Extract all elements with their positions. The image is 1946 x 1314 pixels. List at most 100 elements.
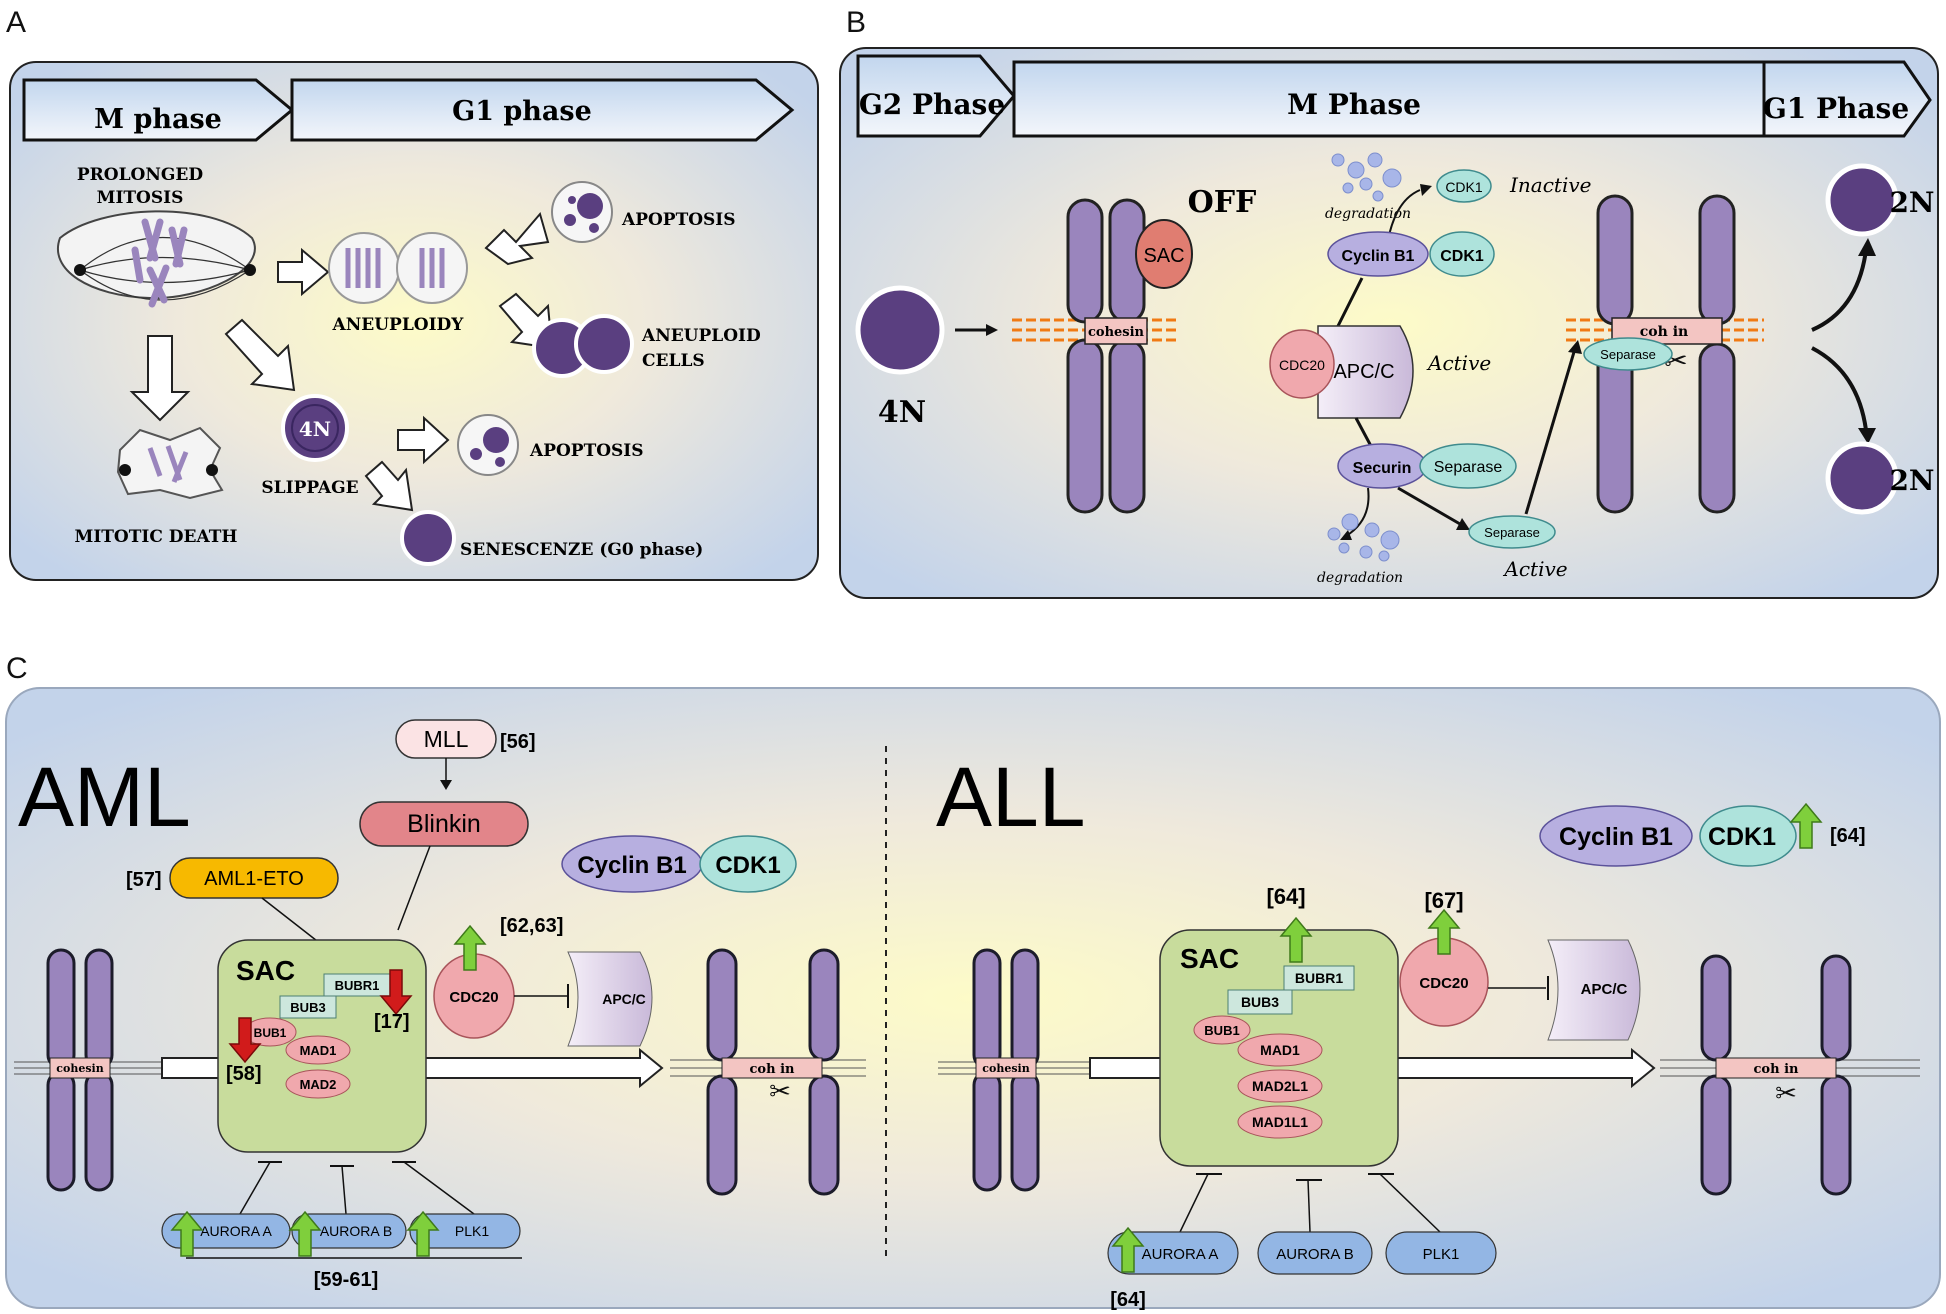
apcc-aml-label: APC/C — [602, 991, 646, 1007]
chromosome-aml-right — [706, 948, 840, 1196]
aurora-b-all — [1257, 1231, 1373, 1275]
cdk1-free — [1436, 169, 1492, 203]
aml1eto-label: AML1-ETO — [204, 868, 304, 890]
cohesin-cut-b: coh in — [1640, 324, 1688, 340]
aurora-aml-ref: [59-61] — [314, 1269, 378, 1291]
arrow-to-senescence — [364, 460, 414, 512]
all-title: ALL — [936, 750, 1085, 844]
two-n-top-label: 2N — [1889, 186, 1934, 219]
cdk1-all — [1699, 805, 1797, 867]
cohesin-all — [975, 1057, 1037, 1079]
apoptosis-top-label: APOPTOSIS — [621, 210, 736, 230]
slippage-cell — [281, 394, 349, 462]
mad2-aml-label: MAD2 — [300, 1077, 337, 1092]
blinkin-label: Blinkin — [407, 810, 481, 838]
cyclin-b1-b — [1327, 231, 1429, 277]
aneuploid-label-1: ANEUPLOID — [641, 326, 761, 346]
mad2-aml — [285, 1069, 351, 1099]
aurora-b-aml — [291, 1213, 407, 1249]
mitosis-label: MITOSIS — [97, 188, 184, 208]
bub3-all-label: BUB3 — [1241, 994, 1279, 1010]
cohesin-aml-label: cohesin — [56, 1062, 103, 1075]
plk1-all-label: PLK1 — [1423, 1246, 1460, 1263]
arrow-to-apoptosis-mid — [397, 415, 450, 465]
bub1-all — [1193, 1015, 1251, 1045]
apcc-all — [1547, 939, 1641, 1041]
plk1-aml-label: PLK1 — [455, 1223, 489, 1239]
panel-b-letter: B — [846, 6, 866, 39]
cell-2n-top — [1825, 163, 1899, 237]
aurora-a-aml-label: AURORA A — [200, 1223, 272, 1239]
mad2l1-all-label: MAD2L1 — [1252, 1078, 1308, 1094]
cohesin-aml — [49, 1057, 111, 1079]
aml-title: AML — [18, 750, 191, 844]
m-phase-label-b: M Phase — [1287, 88, 1421, 121]
arrow-to-aneuploidy — [277, 247, 330, 297]
chromosome-all-right — [1700, 954, 1852, 1196]
senescence-label: SENESCENZE (G0 phase) — [460, 540, 703, 560]
degradation-bubbles-bottom — [1327, 513, 1400, 562]
degradation-top-label: degradation — [1325, 206, 1411, 222]
cdc20-b — [1269, 329, 1335, 399]
sac-b — [1135, 219, 1193, 289]
g1-phase-label: G1 phase — [452, 96, 592, 127]
separase-free — [1468, 515, 1556, 549]
aurora-a-all-label: AURORA A — [1142, 1246, 1219, 1263]
aneuploidy-label: ANEUPLOIDY — [332, 315, 465, 335]
g1-phase-label-b: G1 Phase — [1763, 92, 1909, 125]
arrow-to-death — [129, 335, 191, 422]
mad1-all-label: MAD1 — [1260, 1042, 1300, 1058]
bubr1-all — [1283, 965, 1355, 991]
four-n-label: 4N — [299, 417, 331, 441]
cdc20-all-ref: [67] — [1424, 888, 1463, 913]
mitotic-death-label: MITOTIC DEATH — [75, 527, 238, 547]
mll-label: MLL — [424, 726, 469, 752]
bub1-aml-label: BUB1 — [254, 1026, 287, 1040]
bub1-aml-ref: [58] — [226, 1063, 262, 1085]
cdc20-all-label: CDC20 — [1419, 975, 1468, 992]
separase-chromo-label: Separase — [1600, 347, 1656, 362]
senescent-cell — [400, 510, 456, 566]
apcc-all-label: APC/C — [1581, 981, 1628, 998]
g2-phase-arrow — [856, 54, 1016, 138]
two-n-bottom-label: 2N — [1889, 464, 1934, 497]
cdk1-all-ref: [64] — [1830, 825, 1866, 847]
bubr1-aml-ref: [17] — [374, 1011, 410, 1033]
mad1-aml — [285, 1035, 351, 1065]
apcc-b — [1317, 325, 1414, 419]
cdc20-b-label: CDC20 — [1279, 357, 1325, 373]
cohesin-all-label: cohesin — [982, 1062, 1029, 1075]
panel-c-letter: C — [6, 652, 28, 685]
aurora-a-all-ref: [64] — [1110, 1289, 1146, 1311]
mll-ref: [56] — [500, 731, 536, 753]
inactive-label: Inactive — [1509, 173, 1591, 197]
mad1-aml-label: MAD1 — [300, 1043, 337, 1058]
four-n-label-b: 4N — [878, 395, 926, 430]
cyclin-b1-all — [1539, 805, 1693, 867]
g2-phase-label: G2 Phase — [859, 88, 1005, 121]
aneuploid-cells — [532, 314, 634, 378]
panel-a-letter: A — [6, 6, 26, 39]
cdk1-b — [1429, 231, 1495, 277]
apcc-b-label: APC/C — [1333, 361, 1394, 383]
apoptosis-mid-label: APOPTOSIS — [529, 441, 644, 461]
cdc20-aml-label: CDC20 — [449, 989, 498, 1006]
cell-4n — [855, 285, 945, 375]
bubr1-all-label: BUBR1 — [1295, 970, 1343, 986]
cohesin-cut-all: coh in — [1754, 1062, 1800, 1077]
cyclin-b1-all-label: Cyclin B1 — [1559, 823, 1673, 851]
apoptotic-cell-mid — [457, 414, 519, 476]
aneuploidy-cells — [328, 232, 468, 304]
bub3-all — [1227, 989, 1293, 1015]
degradation-bubbles-top — [1331, 152, 1402, 202]
cyclin-b1-b-label: Cyclin B1 — [1342, 248, 1415, 265]
cell-2n-bottom — [1825, 441, 1899, 515]
aml1eto-box — [169, 857, 339, 899]
cohesin-b: cohesin — [1088, 325, 1145, 340]
bubr1-aml-label: BUBR1 — [335, 978, 380, 993]
cdk1-aml — [699, 835, 797, 893]
sac-b-label: SAC — [1143, 245, 1184, 267]
cdk1-aml-label: CDK1 — [715, 852, 780, 879]
cdk1-free-label: CDK1 — [1445, 179, 1483, 195]
sac-all-label: SAC — [1180, 943, 1239, 974]
